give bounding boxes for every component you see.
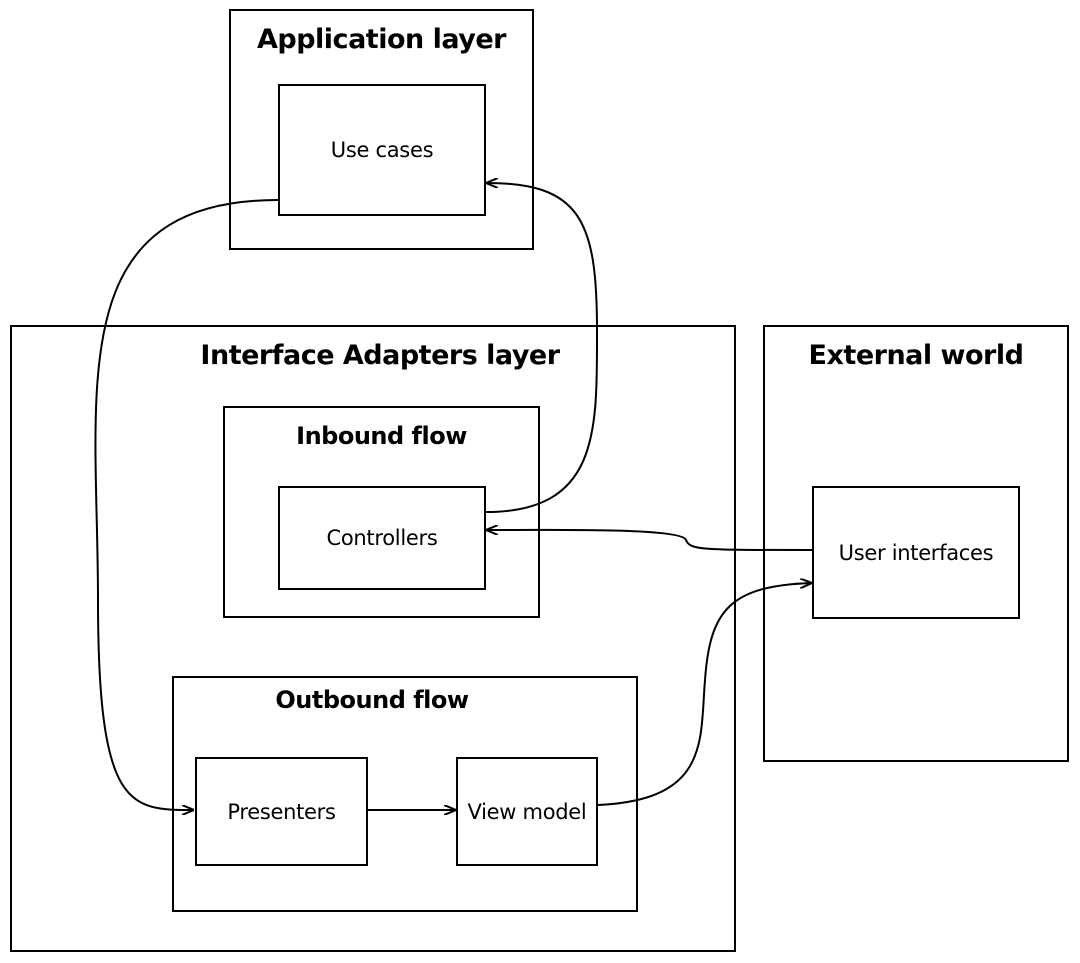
presenters-box: Presenters <box>195 757 368 866</box>
view-model-box: View model <box>456 757 598 866</box>
use-cases-box: Use cases <box>278 84 486 216</box>
controllers-label: Controllers <box>326 526 438 550</box>
interface-adapters-layer-title: Interface Adapters layer <box>200 340 560 371</box>
controllers-box: Controllers <box>278 486 486 590</box>
external-world-box <box>763 325 1069 762</box>
arrow-controllers-to-usecases <box>486 183 599 513</box>
application-layer-title: Application layer <box>257 24 507 55</box>
outbound-flow-box <box>172 676 638 912</box>
application-layer-box <box>229 9 534 250</box>
interface-adapters-layer-box <box>10 325 736 952</box>
arrow-viewmodel-to-userinterfaces <box>597 583 811 806</box>
inbound-flow-title: Inbound flow <box>296 422 467 450</box>
use-cases-label: Use cases <box>330 138 434 162</box>
outbound-flow-title: Outbound flow <box>275 686 469 714</box>
user-interfaces-label: User interfaces <box>838 540 994 565</box>
inbound-flow-box <box>223 406 540 618</box>
arrow-usecases-to-presenters <box>94 199 279 810</box>
arrow-userinterfaces-to-controllers <box>487 530 813 551</box>
external-world-title: External world <box>808 340 1024 371</box>
presenters-label: Presenters <box>227 799 336 824</box>
user-interfaces-box: User interfaces <box>812 486 1020 619</box>
view-model-label: View model <box>467 799 587 824</box>
